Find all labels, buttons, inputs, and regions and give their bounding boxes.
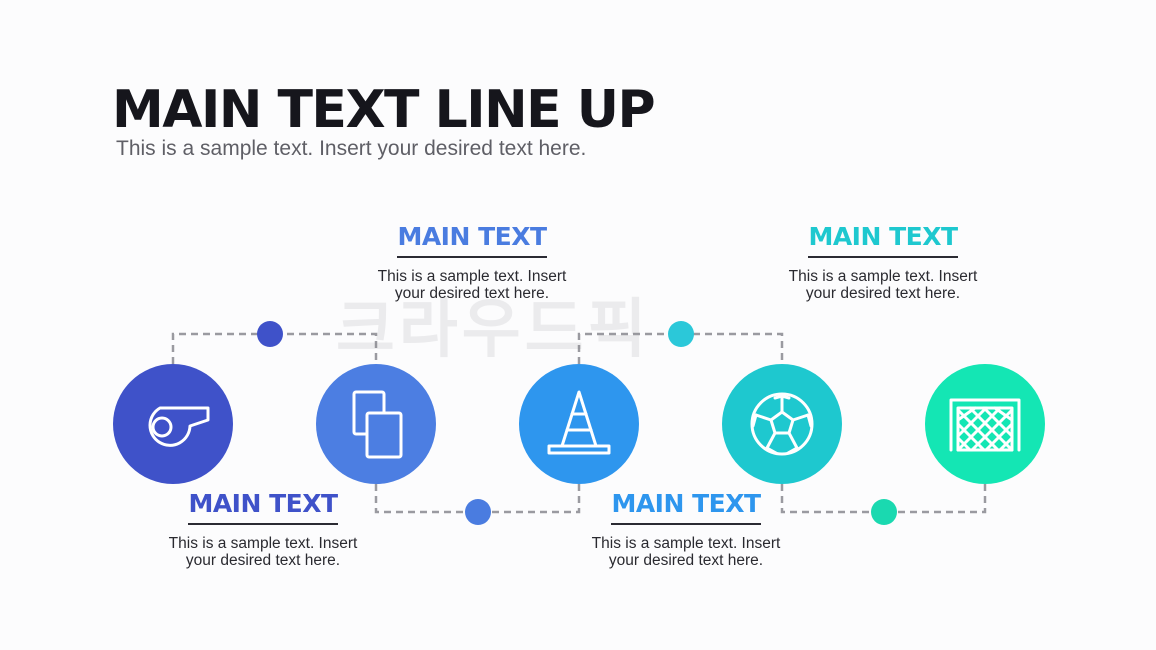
page-title: MAIN TEXT LINE UP [112, 80, 656, 140]
step-label-text: This is a sample text. Insert your desir… [168, 535, 358, 569]
step-label-heading: MAIN TEXT [188, 489, 338, 525]
step-label-text: This is a sample text. Insert your desir… [788, 268, 978, 302]
step-label-4: MAIN TEXT This is a sample text. Insert … [753, 222, 1013, 302]
connector-2-3 [374, 484, 581, 514]
connector-dot-3 [668, 321, 694, 347]
soccer-ball-icon [750, 392, 814, 456]
traffic-cone-icon [547, 390, 611, 455]
step-circle-3 [519, 364, 639, 484]
step-label-2: MAIN TEXT This is a sample text. Insert … [342, 222, 602, 302]
cards-icon [352, 390, 403, 459]
step-circle-4 [722, 364, 842, 484]
connector-dot-2 [465, 499, 491, 525]
page-subtitle: This is a sample text. Insert your desir… [116, 137, 587, 160]
whistle-icon [148, 406, 210, 447]
connector-1-2 [171, 332, 378, 364]
step-label-text: This is a sample text. Insert your desir… [377, 268, 567, 302]
step-label-3: MAIN TEXT This is a sample text. Insert … [556, 489, 816, 569]
step-label-heading: MAIN TEXT [611, 489, 761, 525]
connector-dot-4 [871, 499, 897, 525]
goal-net-icon [949, 398, 1021, 452]
connector-dot-1 [257, 321, 283, 347]
watermark: 크라우드픽 [336, 293, 651, 365]
step-label-text: This is a sample text. Insert your desir… [591, 535, 781, 569]
step-circle-1 [113, 364, 233, 484]
step-label-1: MAIN TEXT This is a sample text. Insert … [133, 489, 393, 569]
step-label-heading: MAIN TEXT [397, 222, 547, 258]
step-label-heading: MAIN TEXT [808, 222, 958, 258]
connector-4-5 [780, 484, 987, 514]
connector-3-4 [577, 332, 784, 364]
